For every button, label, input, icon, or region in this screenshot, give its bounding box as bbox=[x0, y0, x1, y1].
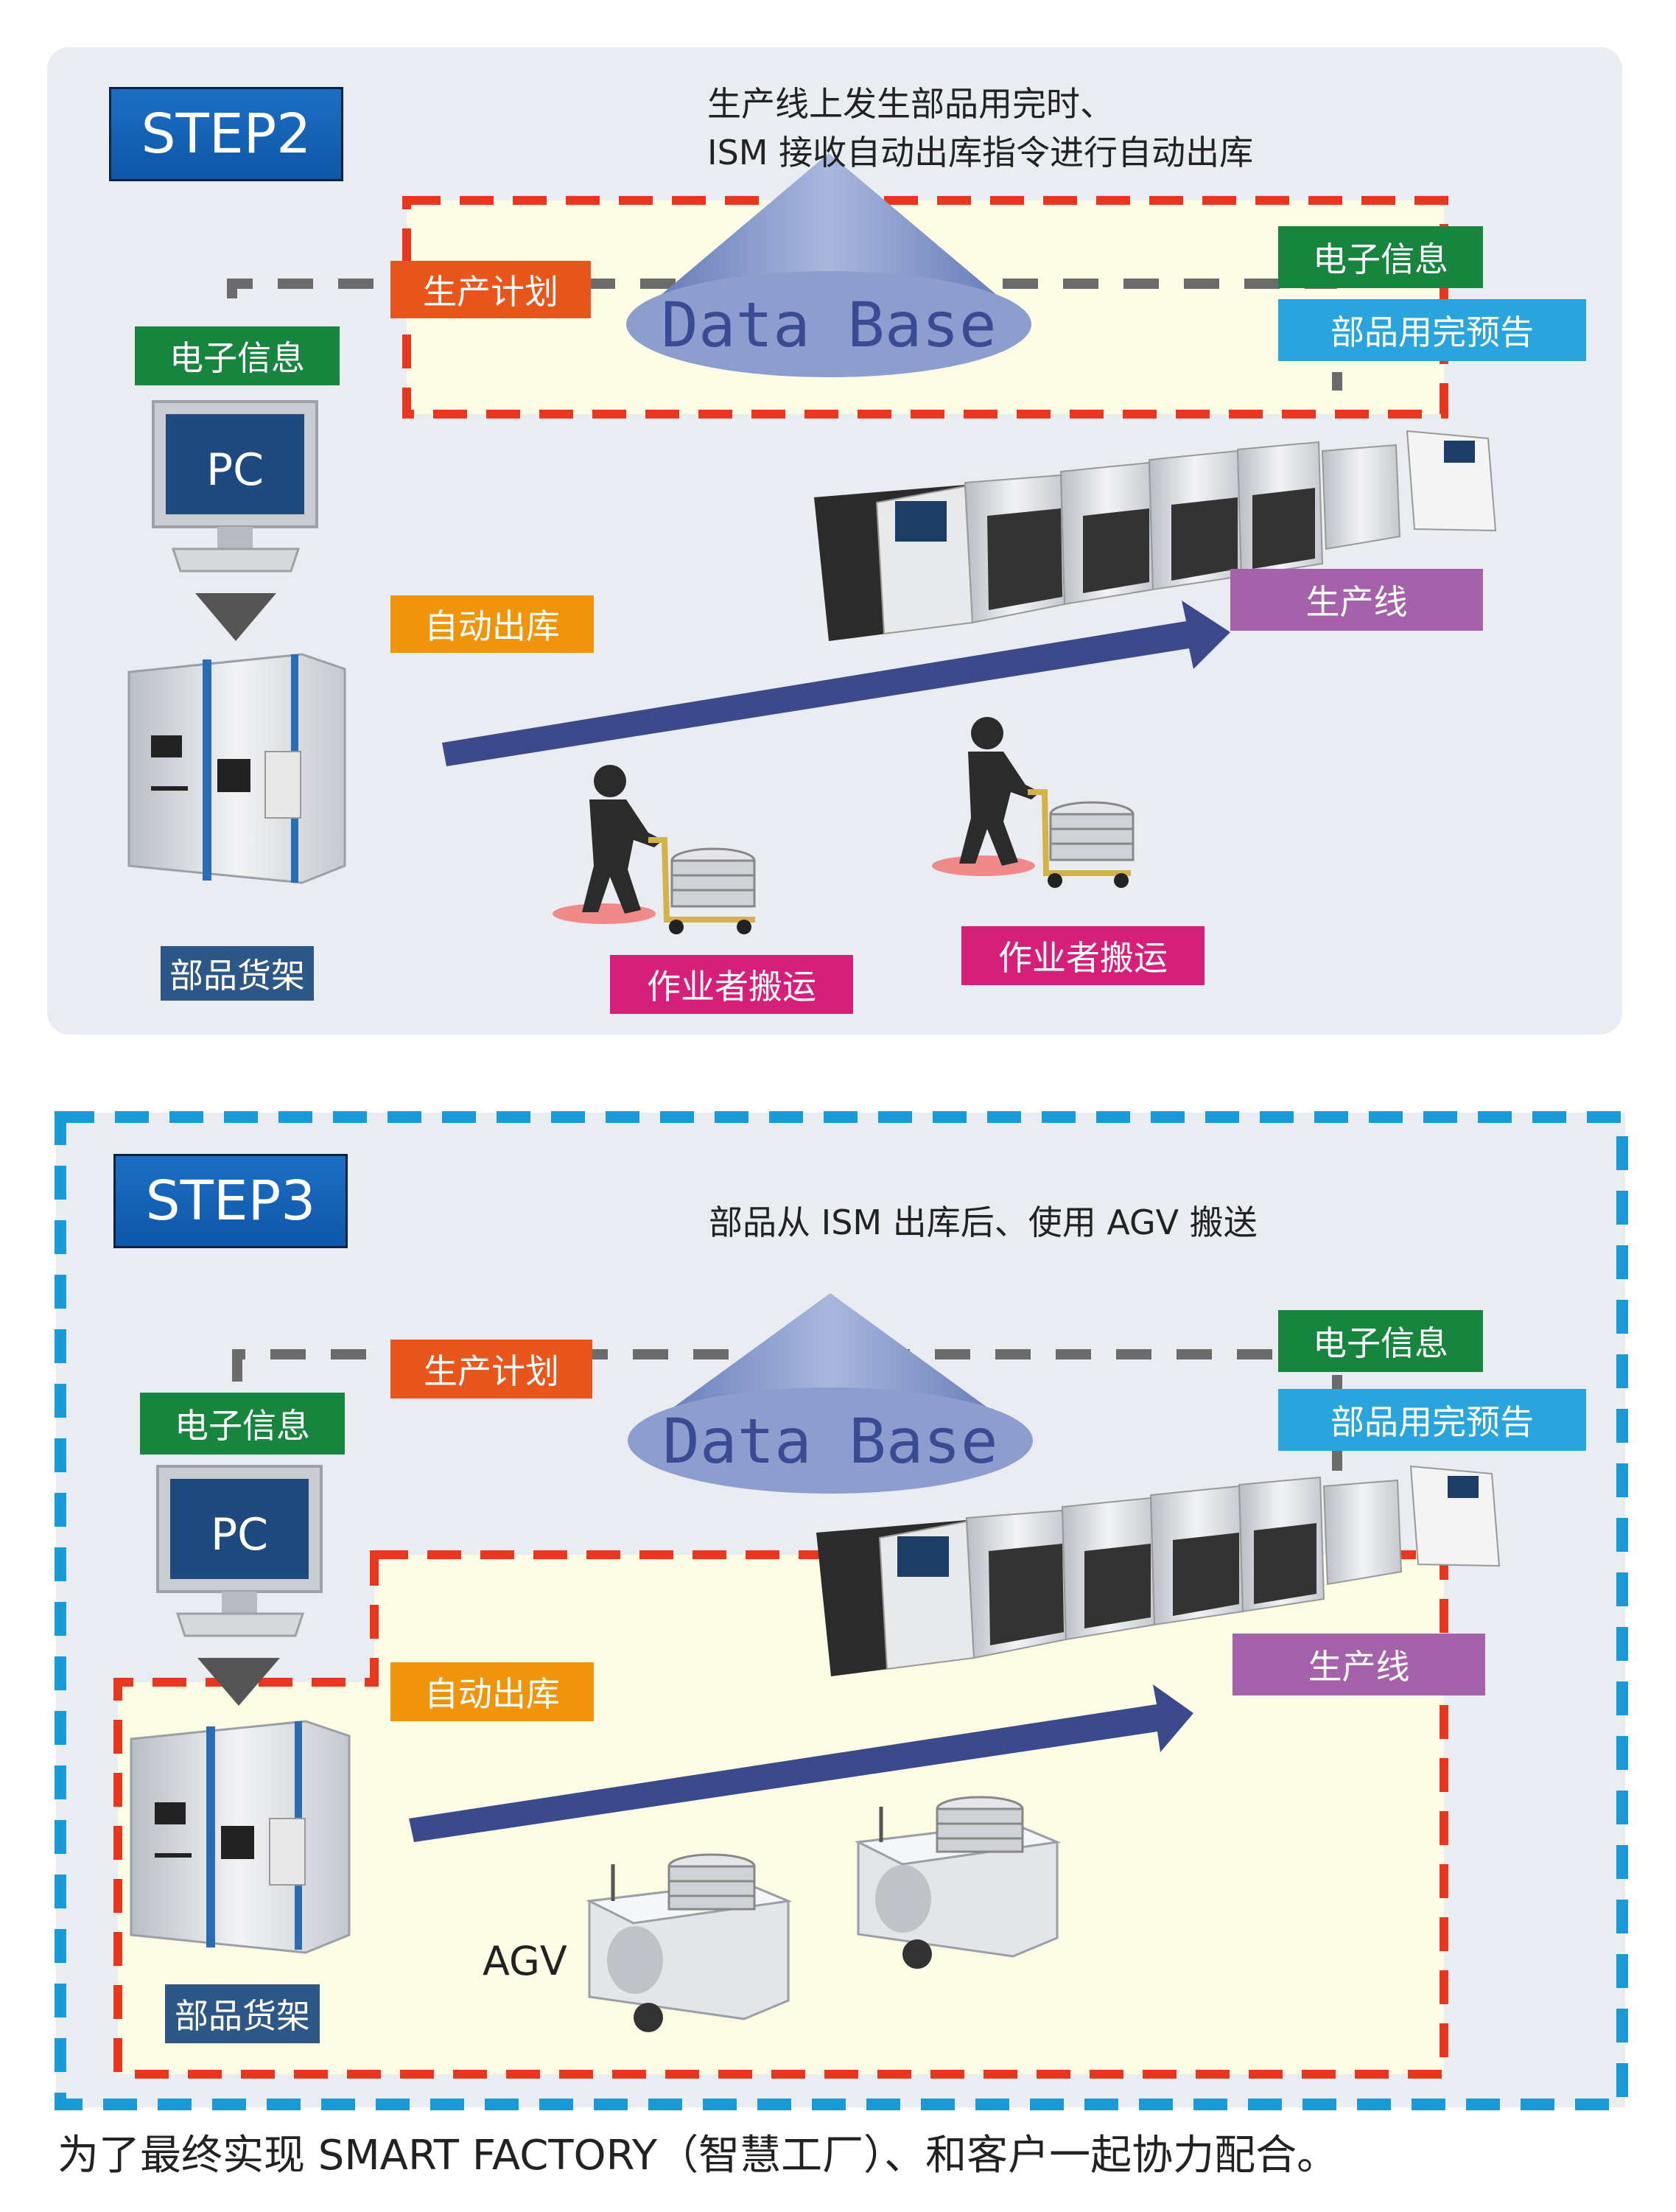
step2-e-info-right-tag: 电子信息 bbox=[1278, 226, 1483, 288]
step3-agv-1-icon bbox=[585, 1853, 793, 2032]
step3-badge: STEP3 bbox=[113, 1154, 348, 1248]
step2-caption-line2: ISM 接收自动出库指令进行自动出库 bbox=[707, 133, 1254, 172]
step2-pc-label: PC bbox=[206, 444, 264, 496]
step2-badge: STEP2 bbox=[109, 87, 343, 181]
step3-agv-label: AGV bbox=[483, 1938, 567, 1984]
step2-worker-1-icon bbox=[553, 765, 756, 934]
step3-database-icon bbox=[628, 1293, 1033, 1494]
step3-database-label: Data Base bbox=[662, 1405, 997, 1477]
step3-ism-cabinet-icon bbox=[130, 1720, 351, 1954]
step2-parts-rack-tag: 部品货架 bbox=[161, 946, 314, 1001]
step3-flow-arrow bbox=[409, 1684, 1193, 1842]
step3-outer-zone bbox=[55, 1111, 1628, 2110]
footer-statement: 为了最终实现 SMART FACTORY（智慧工厂）、和客户一起协力配合。 bbox=[57, 2132, 1339, 2180]
step3-production-line-icon bbox=[816, 1465, 1501, 1676]
step2-database-label: Data Base bbox=[661, 289, 996, 361]
step2-production-line-tag: 生产线 bbox=[1230, 569, 1483, 631]
step2-worker-transport-2-tag: 作业者搬运 bbox=[961, 926, 1205, 985]
step2-graphics: Data Base PC bbox=[127, 153, 1497, 934]
step2-worker-transport-1-tag: 作业者搬运 bbox=[610, 955, 853, 1014]
step2-database-icon bbox=[626, 153, 1031, 377]
step2-caption-line1: 生产线上发生部品用完时、 bbox=[707, 84, 1114, 124]
step2-auto-outbound-tag: 自动出库 bbox=[390, 595, 594, 653]
step2-production-line-icon bbox=[814, 430, 1497, 641]
step3-down-arrow bbox=[197, 1658, 280, 1706]
step3-e-info-left-tag: 电子信息 bbox=[140, 1393, 345, 1455]
step2-e-info-left-tag: 电子信息 bbox=[135, 326, 340, 385]
step2-worker-2-icon bbox=[932, 717, 1135, 888]
step3-caption: 部品从 ISM 出库后、使用 AGV 搬送 bbox=[709, 1203, 1258, 1242]
step2-ism-cabinet-icon bbox=[127, 653, 346, 884]
step3-parts-rack-tag: 部品货架 bbox=[165, 1984, 320, 2043]
step2-depletion-notice-tag: 部品用完预告 bbox=[1278, 299, 1586, 361]
step2-flow-arrow bbox=[442, 601, 1230, 766]
step3-production-plan-tag: 生产计划 bbox=[390, 1340, 592, 1399]
step3-production-line-tag: 生产线 bbox=[1233, 1634, 1485, 1695]
step3-agv-2-icon bbox=[854, 1796, 1062, 1969]
step2-production-plan-tag: 生产计划 bbox=[390, 261, 591, 318]
step2-pc-icon bbox=[152, 400, 318, 573]
step3-e-info-right-tag: 电子信息 bbox=[1278, 1310, 1483, 1372]
step3-auto-outbound-tag: 自动出库 bbox=[390, 1662, 594, 1721]
step3-pc-label: PC bbox=[211, 1509, 268, 1561]
step3-pc-icon bbox=[156, 1465, 323, 1637]
step3-depletion-notice-tag: 部品用完预告 bbox=[1278, 1389, 1586, 1451]
step2-down-arrow bbox=[195, 593, 276, 641]
